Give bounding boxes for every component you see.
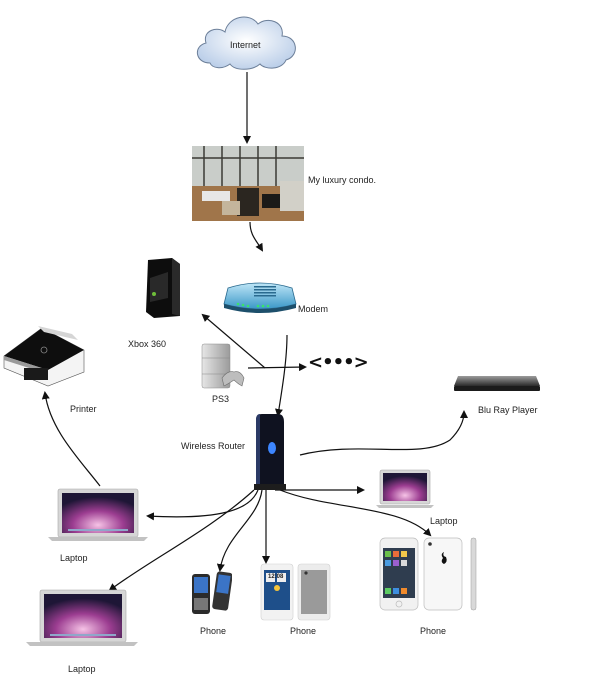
phone-icon bbox=[192, 571, 233, 614]
internet-node[interactable]: Internet bbox=[190, 8, 305, 73]
edge-ps3-ethernet bbox=[247, 363, 307, 372]
phone-htc-node[interactable]: 12:08 bbox=[258, 562, 338, 622]
ps3-label: PS3 bbox=[212, 394, 230, 404]
edge-router-phone-blackberry bbox=[216, 489, 263, 572]
printer-label: Printer bbox=[70, 404, 97, 414]
bluray-label: Blu Ray Player bbox=[478, 405, 538, 415]
phone-iphone-label: Phone bbox=[420, 626, 447, 636]
condo-label: My luxury condo. bbox=[308, 175, 377, 185]
modem-node[interactable]: Modem bbox=[220, 278, 328, 316]
phone-blackberry-label: Phone bbox=[200, 626, 227, 636]
printer-icon bbox=[3, 326, 85, 387]
cloud-icon bbox=[197, 16, 296, 70]
edge-ps3-xbox bbox=[201, 313, 266, 369]
laptop-right-node[interactable] bbox=[376, 468, 434, 510]
phone-htc-label: Phone bbox=[290, 626, 317, 636]
laptop-icon bbox=[26, 589, 138, 646]
printer-node[interactable] bbox=[2, 320, 88, 388]
phone-clock: 12:08 bbox=[268, 574, 284, 580]
edge-modem-router bbox=[274, 334, 288, 417]
modem-icon bbox=[223, 282, 297, 313]
laptop-right-label: Laptop bbox=[430, 516, 458, 526]
ethernet-port-icon: <•••> bbox=[308, 352, 369, 373]
xbox-node[interactable] bbox=[140, 258, 200, 318]
laptop-icon bbox=[48, 488, 148, 541]
condo-photo bbox=[192, 146, 304, 221]
xbox-icon bbox=[146, 258, 180, 318]
ethernet-node[interactable]: <•••> bbox=[308, 352, 369, 380]
ps3-icon bbox=[201, 343, 245, 389]
router-label: Wireless Router bbox=[181, 441, 246, 451]
xbox-label: Xbox 360 bbox=[128, 339, 167, 349]
phone-icon bbox=[260, 563, 331, 621]
phone-icon bbox=[379, 537, 477, 611]
laptop-bottom-node[interactable] bbox=[26, 588, 138, 650]
laptop-left-label: Laptop bbox=[60, 553, 88, 563]
phone-blackberry-node[interactable] bbox=[190, 570, 233, 616]
edge-router-bluray bbox=[299, 410, 468, 456]
edge-router-phone-iphone bbox=[279, 489, 432, 537]
router-node[interactable] bbox=[252, 414, 292, 492]
edge-router-laptop-left bbox=[146, 489, 259, 521]
internet-label: Internet bbox=[230, 40, 261, 50]
edge-condo-modem bbox=[249, 221, 264, 252]
condo-node[interactable]: My luxury condo. bbox=[192, 146, 376, 221]
ps3-node[interactable] bbox=[198, 340, 246, 392]
phone-iphone-node[interactable] bbox=[378, 536, 482, 612]
laptop-bottom-label: Laptop bbox=[68, 664, 96, 674]
edge-router-laptop-bottom bbox=[108, 489, 255, 592]
bluray-node[interactable] bbox=[452, 372, 542, 394]
modem-label: Modem bbox=[298, 304, 329, 314]
laptop-left-node[interactable] bbox=[48, 487, 148, 543]
router-icon bbox=[254, 414, 286, 490]
laptop-icon bbox=[376, 469, 434, 508]
bluray-player-icon bbox=[454, 376, 540, 391]
edge-laptop-printer bbox=[41, 391, 101, 487]
